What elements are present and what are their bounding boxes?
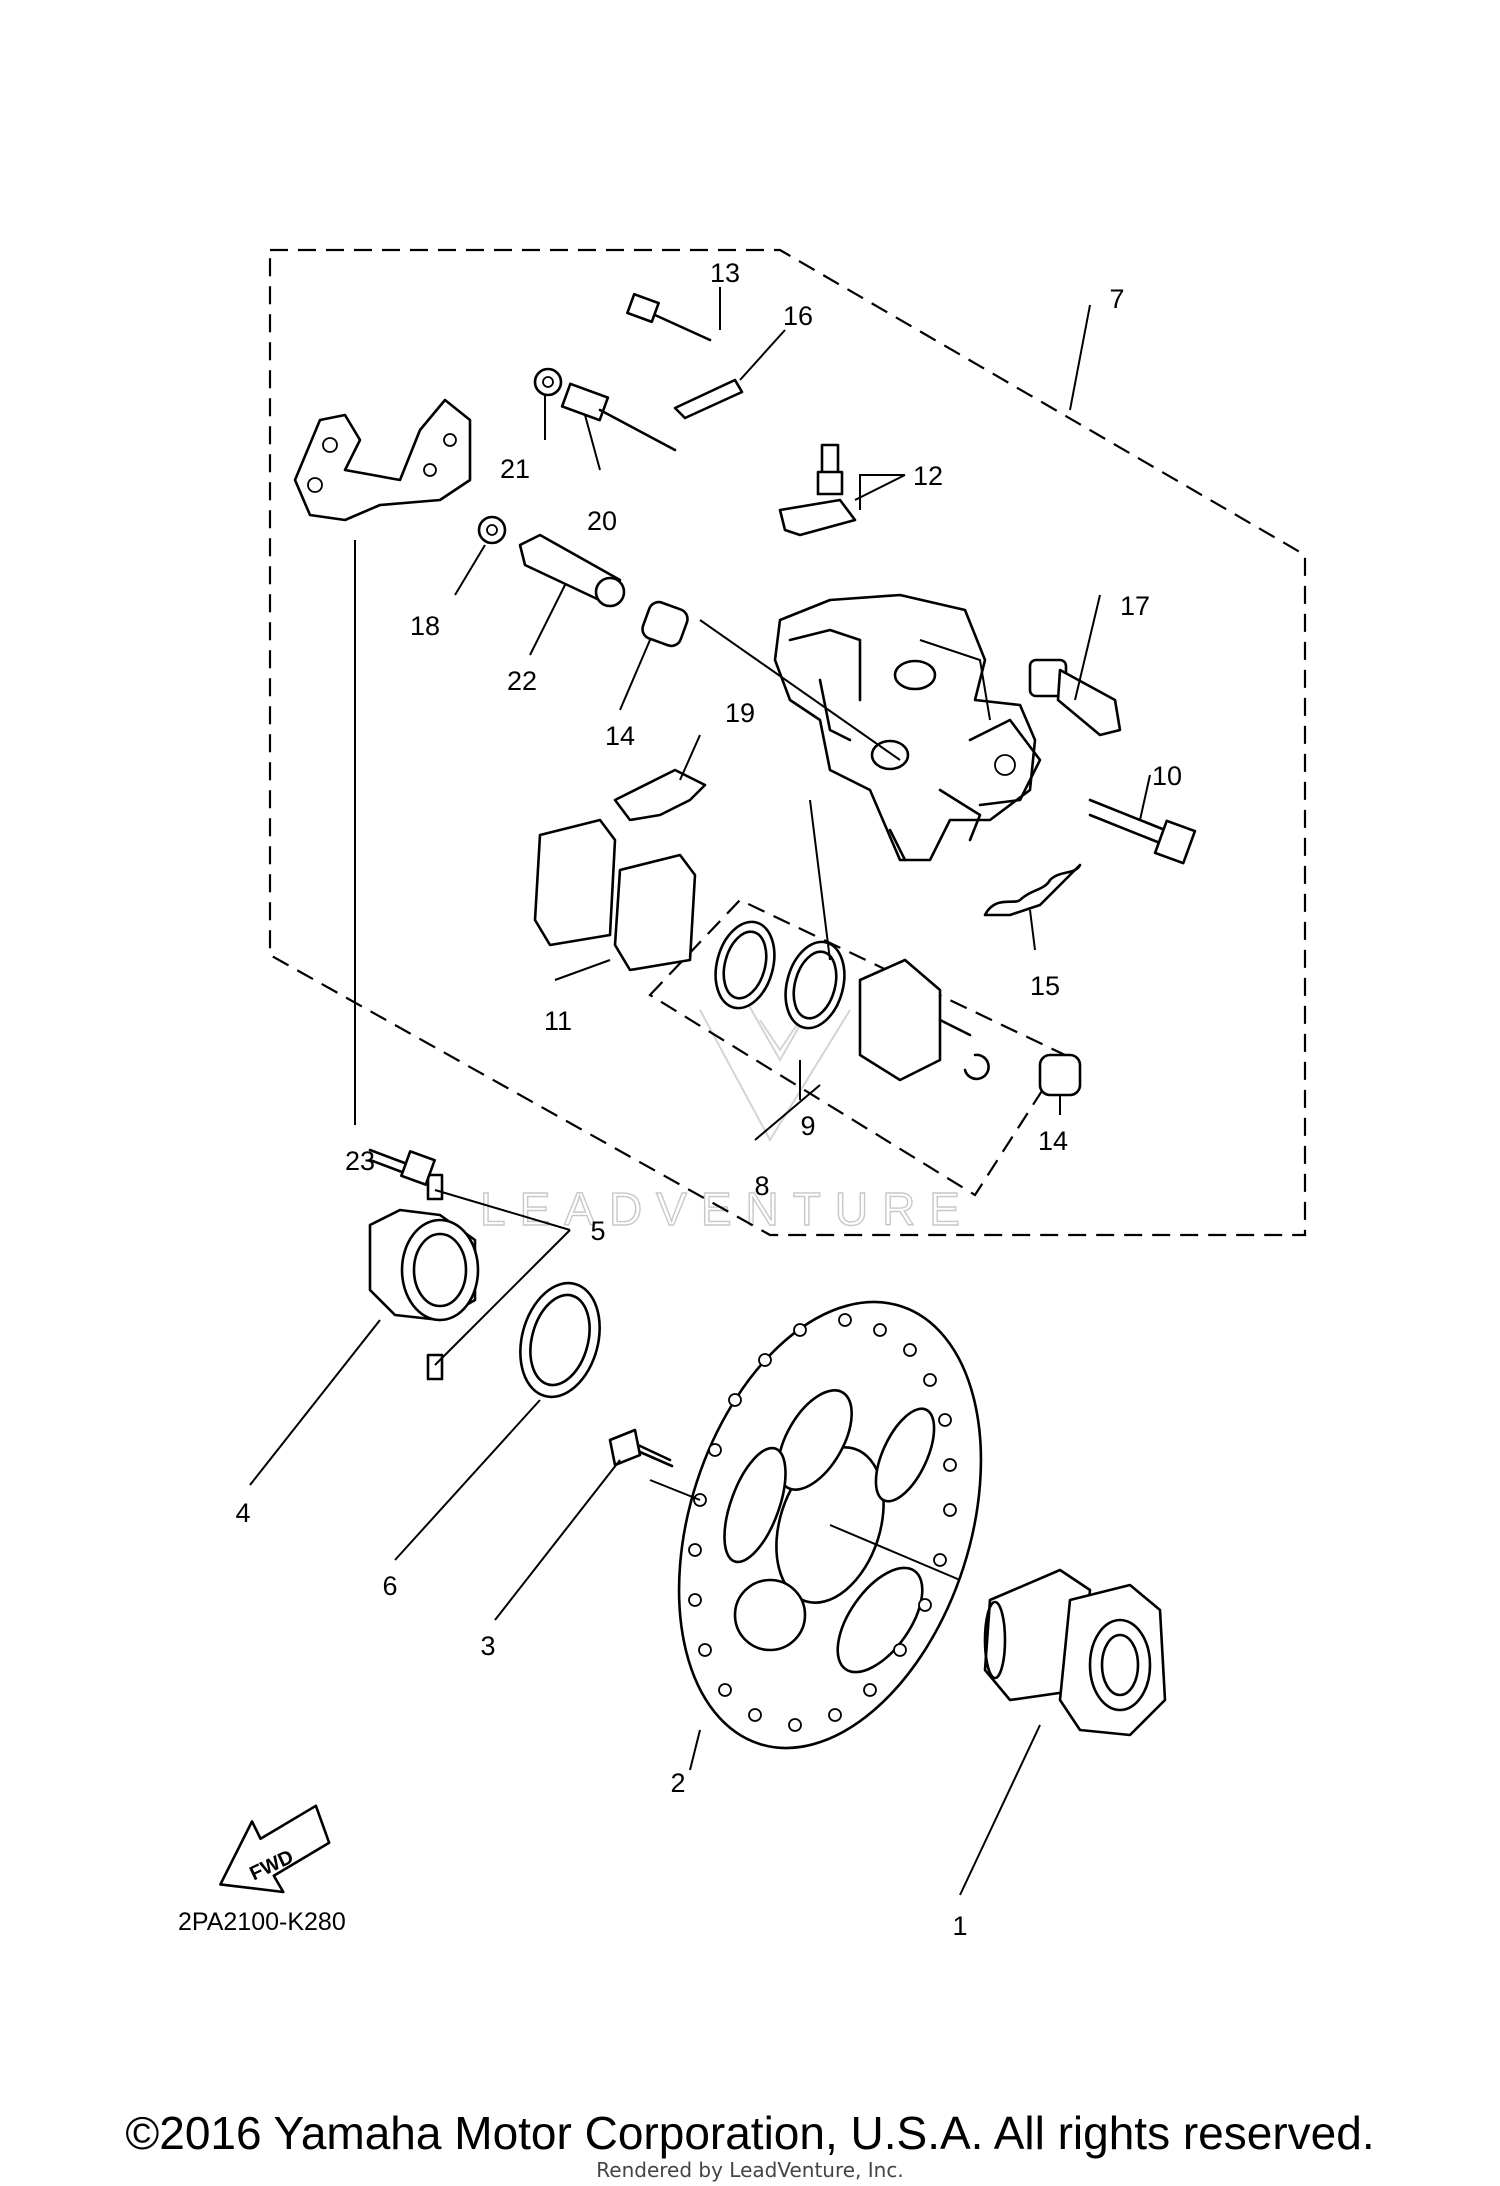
callout-8: 8 xyxy=(754,1171,769,1201)
callout-4: 4 xyxy=(235,1498,250,1528)
pin-20 xyxy=(560,382,677,452)
bolt-13 xyxy=(626,292,712,342)
diagram-code: 2PA2100-K280 xyxy=(178,1908,346,1936)
hub-nut xyxy=(368,1208,480,1322)
bolt-10 xyxy=(1088,798,1197,865)
callout-6: 6 xyxy=(382,1571,397,1601)
callout-21: 21 xyxy=(500,454,530,484)
callout-11: 11 xyxy=(544,1006,572,1036)
piston-seals-9 xyxy=(714,920,846,1030)
callout-19: 19 xyxy=(725,698,755,728)
callout-7: 7 xyxy=(1109,284,1124,314)
boot-14-lower xyxy=(1038,1053,1082,1097)
callout-20: 20 xyxy=(587,506,617,536)
callout-12: 12 xyxy=(913,461,943,491)
caliper-bracket xyxy=(293,398,472,522)
callouts: 1 2 3 4 5 6 7 8 9 10 11 12 13 14 14 15 1… xyxy=(235,258,1182,1941)
washer xyxy=(519,1281,601,1399)
callout-3: 3 xyxy=(480,1631,495,1661)
piston-kit-boundary xyxy=(648,898,1067,1197)
piston-9 xyxy=(858,958,990,1082)
callout-16: 16 xyxy=(783,301,813,331)
hub xyxy=(983,1568,1167,1737)
callout-9: 9 xyxy=(800,1111,815,1141)
caliper-assembly-boundary xyxy=(268,248,1307,1237)
callout-10: 10 xyxy=(1152,761,1182,791)
pin-22 xyxy=(518,533,626,608)
clip-16 xyxy=(673,378,744,420)
callout-15: 15 xyxy=(1030,971,1060,1001)
callout-23: 23 xyxy=(345,1146,375,1176)
callout-18: 18 xyxy=(410,611,440,641)
boot-14-upper xyxy=(641,600,689,648)
copyright-notice: ©2016 Yamaha Motor Corporation, U.S.A. A… xyxy=(125,2107,1375,2159)
washer-21 xyxy=(533,367,563,397)
pin-17 xyxy=(1028,658,1122,737)
callout-14-lower: 14 xyxy=(1038,1126,1068,1156)
fwd-arrow-icon: FWD xyxy=(219,1804,331,1894)
watermark: LEADVENTURE xyxy=(480,1183,974,1235)
washer-18 xyxy=(477,515,507,545)
spring-15 xyxy=(983,863,1082,917)
callout-17: 17 xyxy=(1120,591,1150,621)
bolt-23 xyxy=(368,1148,436,1186)
caliper-body xyxy=(773,593,1042,862)
callout-2: 2 xyxy=(670,1768,685,1798)
callout-5: 5 xyxy=(590,1216,605,1246)
pad-spring-19 xyxy=(613,768,707,822)
brake-pads-11 xyxy=(533,818,697,972)
callout-14-upper: 14 xyxy=(605,721,635,751)
bleed-screw-12 xyxy=(778,443,857,537)
leader-lines xyxy=(249,287,1151,1896)
rendered-by-notice: Rendered by LeadVenture, Inc. xyxy=(596,2158,904,2182)
callout-22: 22 xyxy=(507,666,537,696)
callout-13: 13 xyxy=(710,258,740,288)
disc-bolt xyxy=(608,1428,674,1468)
callout-1: 1 xyxy=(952,1911,967,1941)
